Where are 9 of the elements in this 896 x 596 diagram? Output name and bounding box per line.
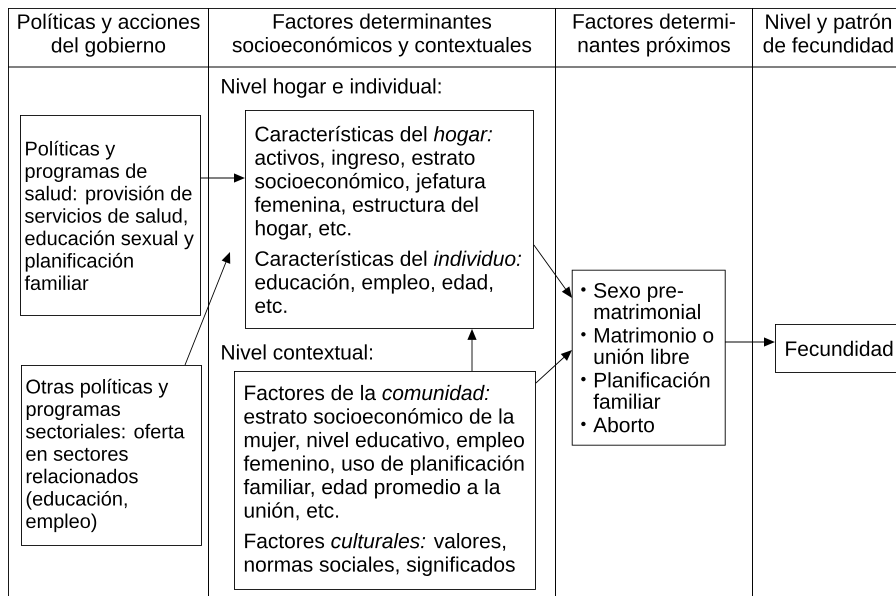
text-box: Características del hogar: activos, ingreso, estrato socioeconómico, jefatura femenina, estructura del hogar, etc. Características del individuo: educación, empleo, edad, etc. [245,110,534,329]
text-box: Políticas y programas de salud: provisión de servicios de salud, educación sexual y planificación familiar [20,115,201,316]
level-label: Nivel hogar e individual: [222,78,441,98]
text-box: Fecundidad [775,324,896,373]
arrow [535,350,572,384]
text-box: Factores de la comunidad: estrato socioeconómico de la mujer, nivel educativo, empleo femenino, uso de planificación familiar, edad promedio a la unión, etc. Factores culturales: valores, normas sociales, significados [234,371,536,590]
text-box: Otras políticas y programas sectoriales: oferta en sectores relacionados (educación, empleo) [21,365,202,546]
text-box: Sexo pre- matrimonial Matrimonio o unión libre Planificación familiar Aborto [572,270,726,446]
level-label: Nivel contextual: [222,344,372,360]
